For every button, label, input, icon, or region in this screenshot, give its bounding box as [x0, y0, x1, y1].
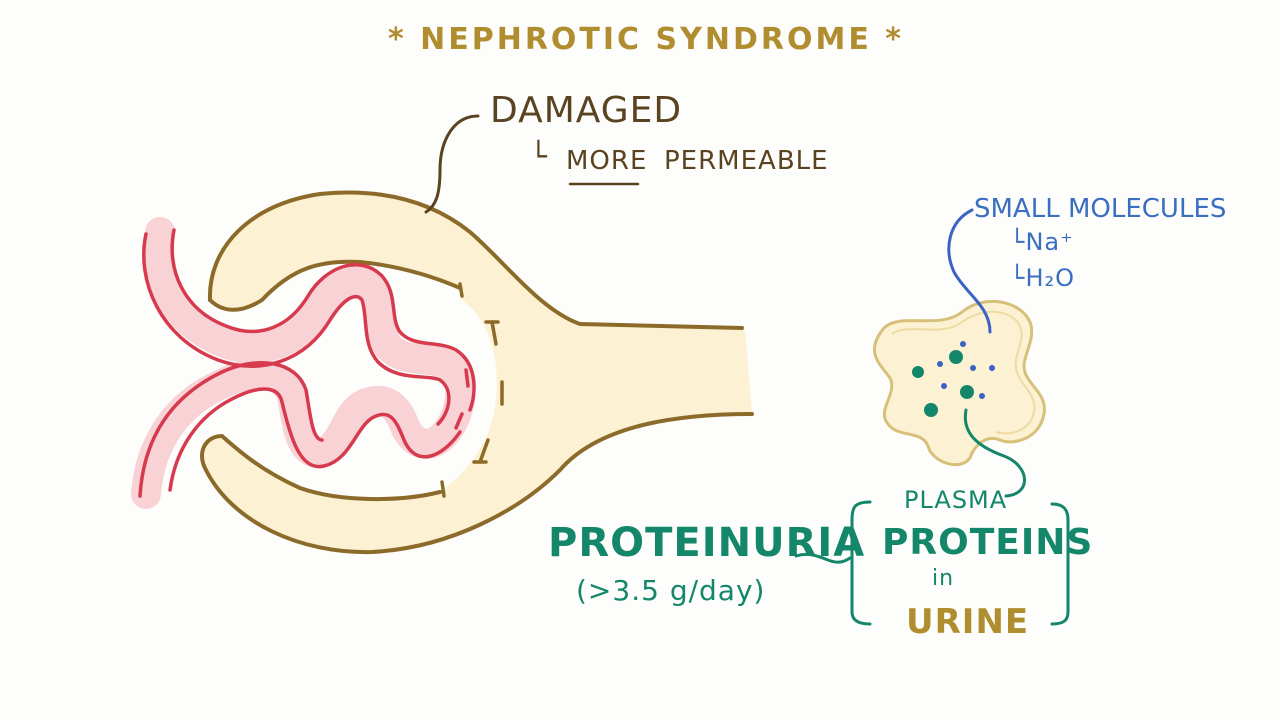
capillary-leak-dashes — [454, 368, 470, 430]
small-molecule-dots — [937, 341, 995, 399]
proteins-label: PROTEINS — [882, 522, 1094, 563]
bowmans-capsule — [200, 190, 754, 555]
small-molecules-leader-line — [947, 208, 992, 334]
water-label: └H₂O — [1010, 264, 1076, 292]
damaged-sub-bracket: └ — [530, 140, 548, 173]
small-molecules-label: SMALL MOLECULES — [974, 194, 1227, 224]
left-bracket — [850, 500, 872, 626]
page-title: * NEPHROTIC SYNDROME * — [388, 22, 904, 57]
right-bracket — [1050, 502, 1070, 626]
blob-outline — [872, 299, 1046, 467]
proteinuria-threshold: (>3.5 g/day) — [576, 574, 766, 607]
urine-label: URINE — [906, 602, 1030, 642]
proteinuria-label: PROTEINURIA — [548, 520, 866, 566]
proteinuria-connector — [794, 552, 852, 564]
capillary-loop-fill — [131, 217, 476, 509]
capsule-inner-wall-lower — [200, 433, 442, 502]
in-label: in — [932, 566, 955, 591]
plasma-blob — [872, 299, 1046, 467]
capsule-body — [201, 192, 752, 553]
permeable-label: PERMEABLE — [664, 146, 829, 176]
capillary-lower-outer-edge — [138, 361, 324, 498]
damaged-leader-line — [424, 114, 480, 214]
plasma-protein-dots — [912, 350, 974, 417]
damaged-label: DAMAGED — [490, 90, 683, 131]
capillary-lower-inner-edge — [168, 387, 462, 492]
blob-inner-outline — [891, 310, 1036, 435]
capsule-outer-wall — [207, 190, 744, 330]
capsule-inner-wall-upper — [208, 259, 462, 312]
sodium-label: └Na⁺ — [1010, 228, 1074, 256]
glomerular-capillaries — [131, 217, 476, 509]
plasma-label: PLASMA — [904, 486, 1008, 514]
capillary-inner-edge — [170, 228, 476, 412]
protein-leader-line — [963, 408, 1026, 498]
more-label: MORE — [566, 146, 648, 176]
capsule-outer-wall-lower — [204, 412, 754, 555]
capillary-outer-edge — [142, 232, 451, 426]
damaged-barrier-dashes — [440, 282, 504, 498]
